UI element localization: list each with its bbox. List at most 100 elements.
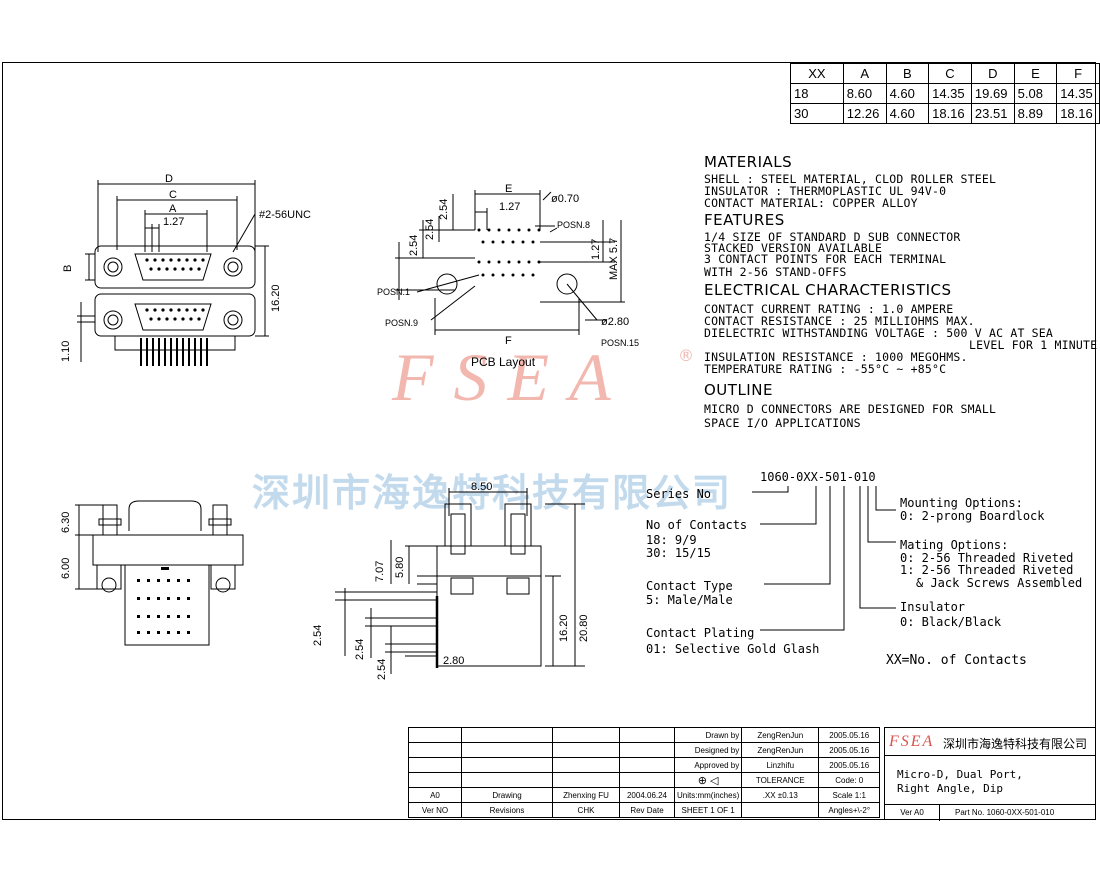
table-cell: A — [842, 63, 887, 84]
watermark-registered: ® — [678, 346, 694, 365]
side-p1: 2.54 — [312, 625, 324, 646]
tb-scale: Scale 1:1 — [818, 787, 881, 803]
plating-title: Contact Plating — [646, 626, 755, 640]
spec-line: SPACE I/O APPLICATIONS — [704, 416, 861, 430]
front-view-drawing: D C A 1.27 #2-56UNC B 16.20 1.10 — [60, 173, 311, 366]
spec-line: SHELL : STEEL MATERIAL, CLOD ROLLER STEE… — [704, 172, 997, 186]
contacts-option: 18: 9/9 — [646, 533, 697, 547]
tb-rev-desc: Drawing — [461, 787, 553, 803]
tb-cell — [408, 757, 462, 773]
side-top-b: 6.00 — [60, 558, 72, 579]
pcb-hole-diameter: ø2.80 — [601, 316, 629, 328]
company-row: FSEA 深圳市海逸特科技有限公司 — [885, 728, 1096, 756]
pcb-layout-label: PCB Layout — [471, 355, 536, 369]
insulator-title: Insulator — [900, 600, 966, 614]
spec-line: INSULATION RESISTANCE : 1000 MEGOHMS. — [704, 350, 968, 364]
side-h4: 20.80 — [578, 614, 590, 642]
dim-c-label: C — [169, 189, 177, 201]
projection-symbol: ⊕ ◁ — [673, 772, 743, 788]
dim-a-label: A — [169, 203, 177, 215]
table-cell: C — [928, 63, 972, 84]
tb-cell — [619, 772, 675, 788]
pcb-r1: 1.27 — [590, 239, 602, 260]
tb-approved-date: 2005.05.16 — [818, 757, 881, 773]
tb-approved-name: Linzhifu — [741, 757, 820, 773]
tb-designed-name: ZengRenJun — [741, 742, 820, 758]
pcb-posn1: POSN.1 — [377, 287, 410, 297]
ver-label: Ver A0 — [885, 805, 940, 821]
drawing-title-1: Micro-D, Dual Port, — [897, 768, 1023, 781]
tb-cell — [461, 757, 553, 773]
title-block-right: FSEA 深圳市海逸特科技有限公司 Micro-D, Dual Port, Ri… — [884, 727, 1096, 821]
tb-tolerance: TOLERANCE — [741, 772, 820, 788]
table-cell: 23.51 — [970, 103, 1015, 124]
side-base: 2.80 — [443, 655, 464, 667]
tb-cell — [552, 742, 620, 758]
drawing-frame — [2, 62, 1096, 820]
features-heading: FEATURES — [704, 211, 785, 229]
xx-note: XX=No. of Contacts — [886, 653, 1027, 668]
title-block: Drawn by ZengRenJun 2005.05.16 Designed … — [408, 727, 881, 818]
tb-cell — [619, 727, 675, 743]
table-cell: E — [1013, 63, 1058, 84]
tb-designed-date: 2005.05.16 — [818, 742, 881, 758]
insulator-option: 0: Black/Black — [900, 615, 1002, 629]
type-title: Contact Type — [646, 579, 733, 593]
tb-rev-chk: Zhenxing FU — [552, 787, 620, 803]
spec-line: WITH 2-56 STAND-OFFS — [704, 265, 847, 279]
pcb-dim-f: F — [505, 335, 512, 347]
projection-icon: ⊕ ◁ — [697, 774, 719, 787]
side-view-left: 6.30 6.00 — [60, 500, 244, 646]
table-cell: 5.08 — [1013, 83, 1058, 104]
tb-cell — [741, 802, 820, 818]
table-cell: 4.60 — [885, 103, 930, 124]
table-cell: D — [970, 63, 1015, 84]
pcb-pin-diameter: ø0.70 — [551, 193, 579, 205]
dimension-table: XX A B C D E F 18 8.60 4.60 14.35 19.69 … — [790, 63, 1100, 124]
tb-sheet: SHEET 1 OF 1 — [673, 802, 743, 818]
part-number-leaders — [752, 486, 896, 631]
part-no-label: Part No. 1060-0XX-501-010 — [955, 808, 1055, 817]
side-top-a: 6.30 — [60, 512, 72, 533]
tb-units: Units:mm(inches) — [673, 787, 743, 803]
thread-label: #2-56UNC — [259, 209, 311, 221]
mating-option: & Jack Screws Assembled — [916, 576, 1083, 590]
side-p2: 2.54 — [354, 639, 366, 660]
table-cell: 14.35 — [1056, 83, 1100, 104]
spec-line: LEVEL FOR 1 MINUTE — [969, 338, 1098, 352]
table-cell: 4.60 — [885, 83, 930, 104]
dim-b-label: B — [62, 265, 74, 272]
tb-rev-date: 2004.06.24 — [619, 787, 675, 803]
materials-heading: MATERIALS — [704, 153, 793, 171]
spec-line: INSULATOR : THERMOPLASTIC UL 94V-0 — [704, 184, 947, 198]
table-cell: 12.26 — [842, 103, 887, 124]
tb-cell — [461, 742, 553, 758]
height-label: 16.20 — [270, 284, 282, 312]
table-row: 18 8.60 4.60 14.35 19.69 5.08 14.35 — [790, 83, 1100, 104]
side-h2: 5.80 — [394, 557, 406, 578]
tb-drawn-label: Drawn by — [673, 727, 743, 743]
side-h3: 16.20 — [558, 614, 570, 642]
spec-line: CONTACT CURRENT RATING : 1.0 AMPERE — [704, 302, 954, 316]
part-row: Ver A0 Part No. 1060-0XX-501-010 — [885, 804, 1096, 821]
table-cell: 18.16 — [928, 103, 972, 124]
spec-line: CONTACT MATERIAL: COPPER ALLOY — [704, 196, 918, 210]
side-view-right: 8.50 7.07 5.80 16.20 20.80 2.54 2.54 2.5… — [312, 481, 590, 680]
pcb-dim-e: E — [505, 183, 512, 195]
electrical-heading: ELECTRICAL CHARACTERISTICS — [704, 281, 952, 299]
tb-cell — [619, 757, 675, 773]
spec-line: DIELECTRIC WITHSTANDING VOLTAGE : 500 V … — [704, 326, 1054, 340]
pcb-v1: 2.54 — [438, 199, 450, 220]
pcb-v2: 2.54 — [424, 219, 436, 240]
tb-cell — [552, 757, 620, 773]
pcb-posn8: POSN.8 — [557, 220, 590, 230]
contacts-title: No of Contacts — [646, 518, 748, 532]
outline-heading: OUTLINE — [704, 381, 773, 399]
tb-code: Code: 0 — [818, 772, 881, 788]
table-cell: 19.69 — [970, 83, 1015, 104]
tb-cell — [552, 772, 620, 788]
contacts-option: 30: 15/15 — [646, 546, 712, 560]
watermark-logo: FSEA — [392, 339, 631, 415]
drawing-title-2: Right Angle, Dip — [897, 782, 1003, 795]
spec-line: 3 CONTACT POINTS FOR EACH TERMINAL — [704, 252, 947, 266]
